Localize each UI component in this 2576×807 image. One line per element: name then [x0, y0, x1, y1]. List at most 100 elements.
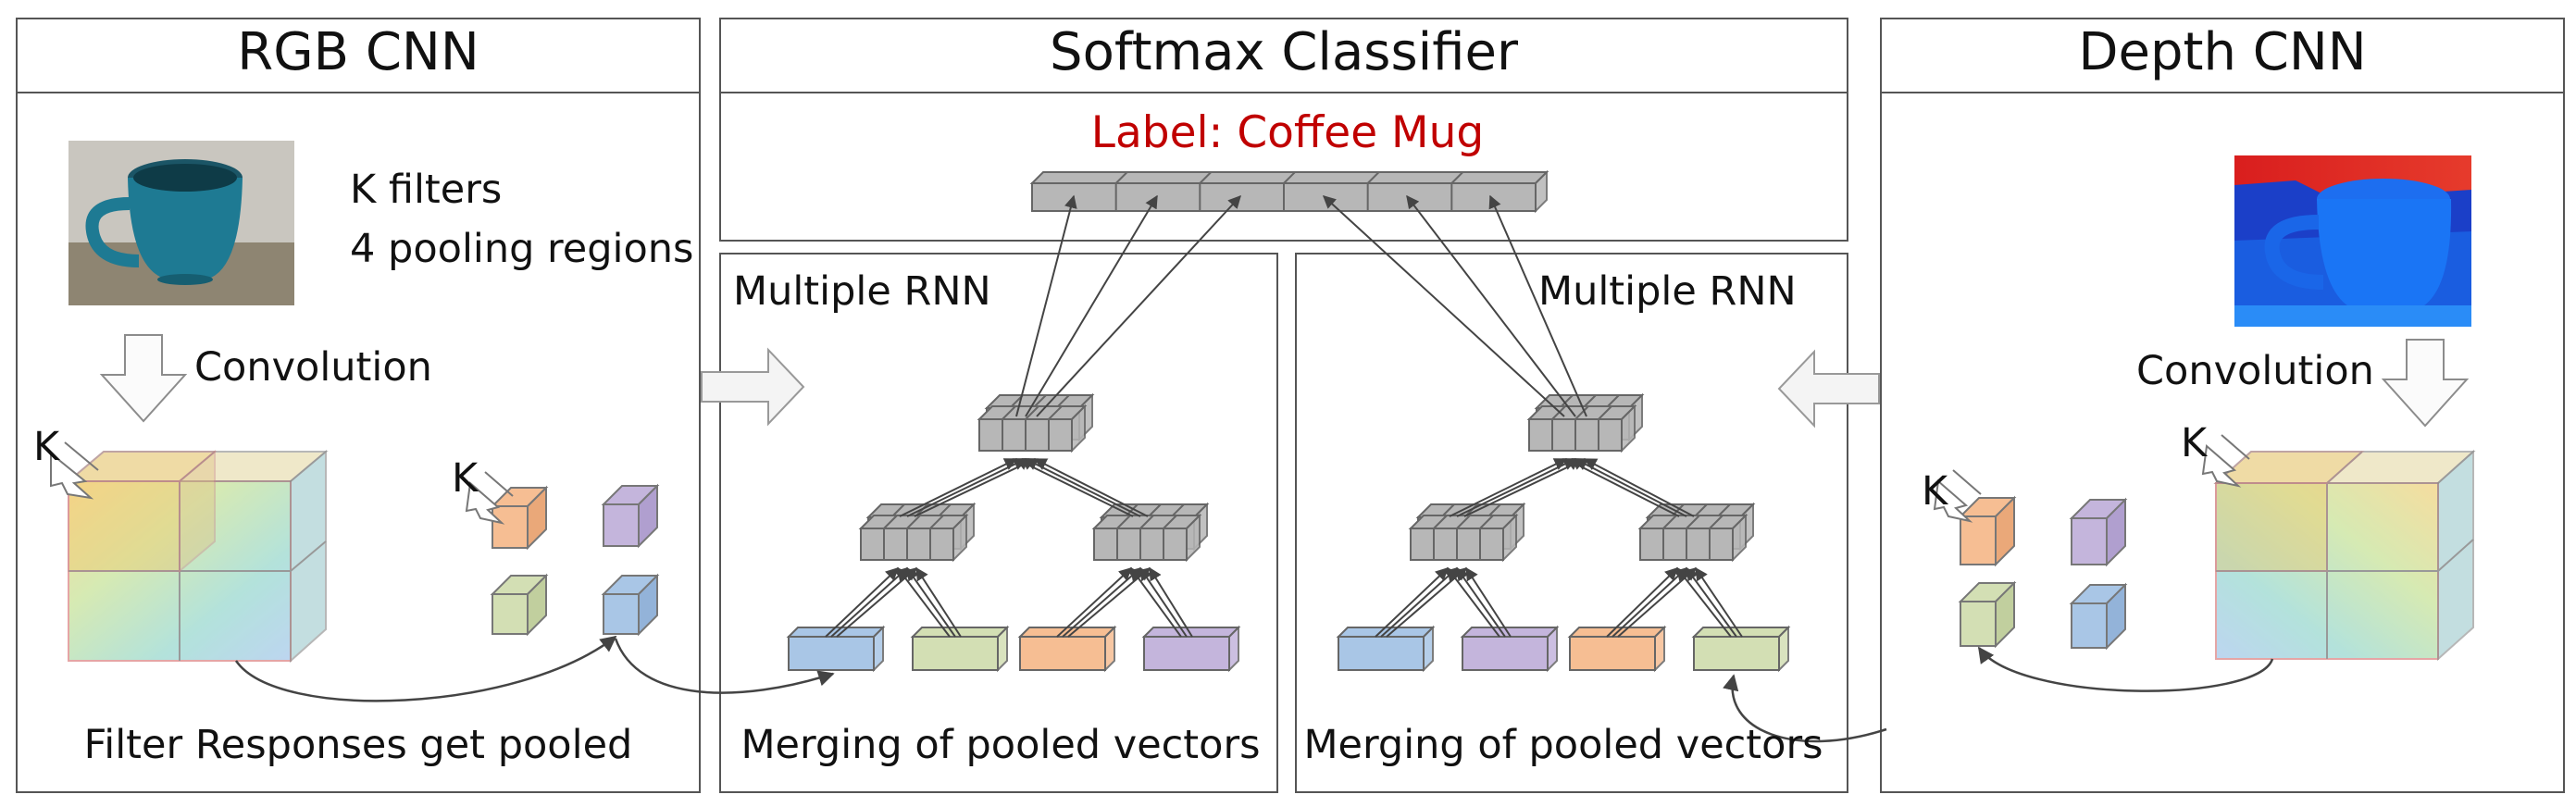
rgb-k-depth-arrow [50, 441, 99, 500]
rnn-left-edge-leaf-4-1 [1130, 566, 1182, 638]
rnn-right-merge-node-1 [1408, 513, 1519, 563]
depth-pooled-vector-green [1958, 580, 2017, 649]
rnn-right-merge-node-2 [1637, 513, 1748, 563]
rnn-right-edge-leaf-4-2 [1686, 566, 1737, 638]
rnn-left-edge-leaf-4-3 [1149, 566, 1193, 638]
depth-mug-image [2234, 155, 2471, 327]
rnn-left-edge-mid-2-3 [1033, 458, 1149, 517]
rgb-convolution-label: Convolution [194, 344, 432, 391]
rnn-left-edge-leaf-4-2 [1139, 566, 1188, 638]
rnn-left-edge-mid-1-2 [906, 458, 1027, 517]
rnn-right-edge-leaf-4-3 [1695, 566, 1743, 638]
depth-cube-k-label: K [2181, 420, 2208, 466]
rnn-right-edge-leaf-2-2 [1456, 566, 1506, 638]
rnn-trees [786, 169, 1791, 673]
rnn-right-edge-mid-2-3 [1583, 458, 1695, 517]
rgb-small-k-arrow [465, 471, 514, 525]
rnn-left-edge-mid-1-1 [899, 458, 1018, 517]
rnn-right-panel [1295, 253, 1848, 793]
rnn-right-edge-mid-1-2 [1456, 458, 1577, 517]
depth-pooled-vector-blue [2069, 582, 2128, 651]
rnn-right-edge-leaf-3-2 [1612, 567, 1688, 638]
rnn-right-edge-mid-2-1 [1564, 458, 1680, 517]
depth-convolution-arrow [2381, 339, 2470, 428]
rgb-caption: Filter Responses get pooled [83, 722, 633, 768]
rnn-right-edge-leaf-1-1 [1375, 567, 1450, 638]
rgb-pooled-vector-purple [601, 483, 660, 549]
rnn-left-leaf-vector-4 [1141, 625, 1241, 673]
depth-cnn-panel [1880, 18, 2565, 793]
softmax-output-vector [1029, 169, 1549, 214]
rgb-pooled-vector-green [490, 573, 549, 637]
left-root-to-softmax-2 [1025, 194, 1158, 417]
depth-vector-to-rnn-connector [1723, 674, 1887, 743]
rgb-vector-to-rnn-connector [614, 638, 835, 694]
rnn-left-edge-leaf-3-2 [1062, 567, 1142, 638]
left-root-to-softmax-3 [1036, 194, 1241, 417]
rnn-right-title: Multiple RNN [1538, 268, 1797, 315]
depth-pooled-vector-purple [2069, 497, 2128, 567]
rgb-pooled-vector-blue [601, 573, 660, 637]
rnn-left-edge-leaf-3-3 [1067, 567, 1151, 638]
rgb-cnn-panel [16, 18, 701, 793]
rnn-left-edge-mid-2-1 [1014, 458, 1134, 517]
rnn-left-edge-leaf-3-1 [1056, 567, 1133, 638]
right-root-to-softmax-2 [1406, 194, 1576, 417]
rgb-cube-k-label: K [33, 424, 60, 470]
rgb-pooling-regions-text: 4 pooling regions [350, 226, 694, 272]
rnn-right-edge-leaf-3-1 [1606, 567, 1679, 638]
rnn-right-root-node [1526, 404, 1637, 453]
rnn-right-edge-leaf-3-3 [1617, 567, 1698, 638]
rnn-left-caption: Merging of pooled vectors [740, 722, 1261, 768]
rnn-right-edge-mid-2-2 [1574, 458, 1687, 517]
rgb-cube-to-vector-connector [234, 635, 617, 702]
rgb-cnn-title: RGB CNN [237, 22, 479, 82]
rnn-right-edge-mid-1-1 [1449, 458, 1568, 517]
rgb-vector-k-label: K [452, 455, 479, 502]
rgb-to-rnn-arrow [701, 347, 805, 427]
rnn-right-edge-leaf-1-2 [1380, 567, 1459, 638]
predicted-label: Label: Coffee Mug [1090, 107, 1485, 158]
right-root-to-softmax-1 [1322, 195, 1565, 417]
rnn-left-edge-leaf-1-3 [836, 567, 918, 638]
depth-cube-to-vector-connector [1977, 646, 2274, 692]
rnn-right-edge-leaf-4-1 [1676, 566, 1732, 638]
softmax-classifier-title: Softmax Classifier [1050, 22, 1518, 82]
depth-small-k-arrow [1933, 469, 1982, 523]
rnn-left-edge-leaf-1-2 [830, 567, 909, 638]
rnn-left-leaf-vector-2 [910, 625, 1010, 673]
rnn-right-leaf-vector-1 [1336, 625, 1436, 673]
rnn-left-edge-leaf-1-1 [825, 567, 900, 638]
rnn-left-merge-node-2 [1091, 513, 1202, 563]
rgb-convolution-arrow [99, 334, 188, 423]
rnn-right-leaf-vector-3 [1567, 625, 1667, 673]
rnn-left-root-node [977, 404, 1088, 453]
rgb-filter-response-cube [66, 449, 329, 664]
left-root-to-softmax-1 [1015, 194, 1077, 417]
depth-k-depth-arrow [2201, 434, 2250, 488]
rnn-left-edge-mid-2-2 [1024, 458, 1141, 517]
rnn-right-edge-mid-1-3 [1463, 458, 1587, 517]
softmax-panel [719, 18, 1848, 242]
rgb-mug-image [68, 141, 294, 305]
depth-to-rnn-arrow [1777, 349, 1880, 428]
rnn-left-edge-leaf-2-3 [915, 566, 962, 638]
depth-filter-response-cube [2213, 449, 2476, 662]
rnn-left-panel [719, 253, 1278, 793]
right-root-to-softmax-3 [1488, 194, 1587, 417]
rnn-left-edge-mid-1-3 [914, 458, 1037, 517]
rnn-left-leaf-vector-3 [1017, 625, 1117, 673]
depth-pooled-vector-orange [1958, 495, 2017, 567]
rgb-pooled-vector-orange [490, 485, 549, 551]
rnn-left-merge-node-1 [858, 513, 969, 563]
depth-cnn-title: Depth CNN [2078, 22, 2367, 82]
rnn-left-edge-leaf-2-2 [906, 566, 956, 638]
rnn-left-leaf-vector-1 [786, 625, 886, 673]
rnn-right-caption: Merging of pooled vectors [1303, 722, 1823, 768]
depth-vector-k-label: K [1922, 468, 1948, 515]
rgb-k-filters-text: K filters [350, 167, 503, 213]
rnn-left-title: Multiple RNN [733, 268, 991, 315]
rnn-right-leaf-vector-2 [1460, 625, 1560, 673]
depth-convolution-label: Convolution [2136, 348, 2374, 394]
